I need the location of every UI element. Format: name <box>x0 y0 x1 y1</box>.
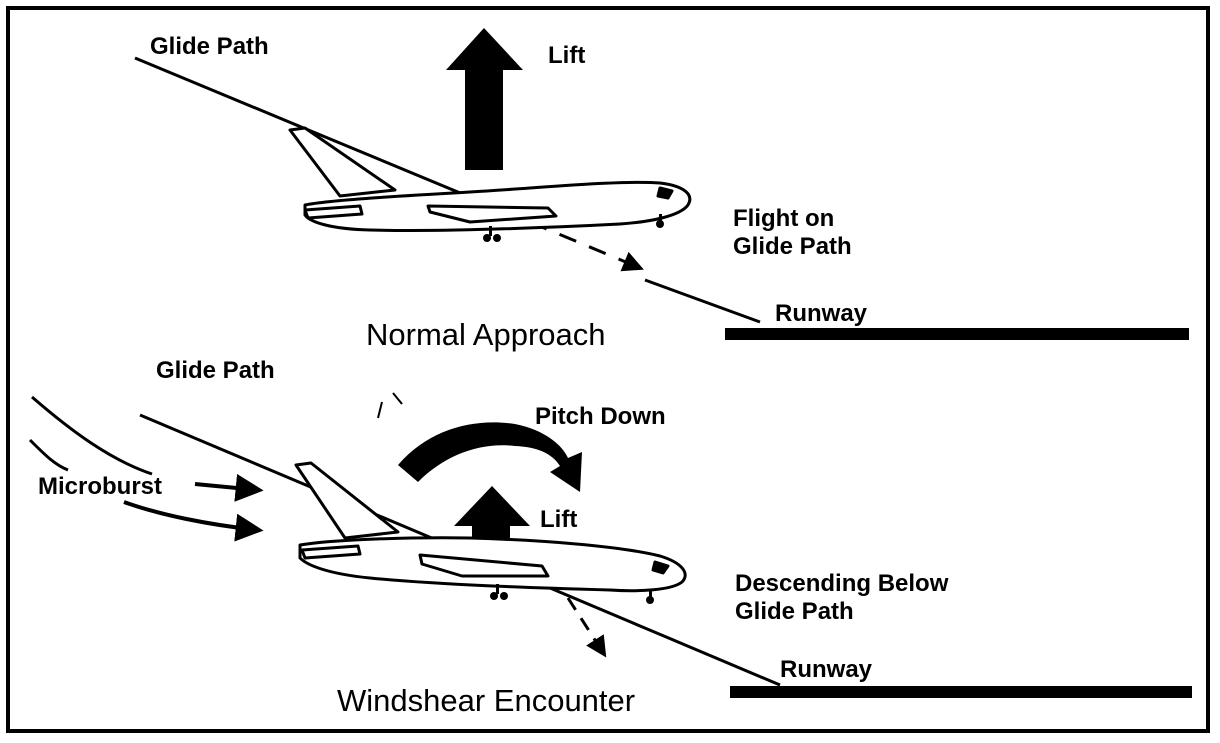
normal-flight-label-line2: Glide Path <box>733 233 852 260</box>
normal-approach-panel <box>134 28 1189 340</box>
normal-airplane-icon <box>288 126 692 233</box>
diagram-frame <box>6 6 1210 733</box>
descending-label-line2: Glide Path <box>735 598 854 625</box>
normal-lift-arrow <box>446 28 523 170</box>
windshear-runway-label: Runway <box>780 656 873 683</box>
windshear-lift-label: Lift <box>540 506 578 533</box>
normal-glide-path-dashed <box>529 220 644 272</box>
microburst-label: Microburst <box>38 473 163 500</box>
normal-runway <box>725 328 1189 340</box>
microburst-arrow-lower <box>123 500 264 542</box>
descending-label-line1: Descending Below <box>735 570 949 597</box>
windshear-airplane-icon <box>294 461 687 593</box>
normal-runway-label: Runway <box>775 300 868 327</box>
descent-dashed-arrow <box>566 597 607 658</box>
windshear-small-mark-left <box>377 401 383 419</box>
windshear-encounter-title: Windshear Encounter <box>337 683 636 718</box>
windshear-runway <box>730 686 1192 698</box>
microburst-arrow-upper <box>194 473 264 502</box>
windshear-glide-path-label: Glide Path <box>156 357 275 384</box>
windshear-small-mark-right <box>392 392 403 405</box>
normal-lift-label: Lift <box>548 42 586 69</box>
normal-glide-path-label: Glide Path <box>150 33 269 60</box>
windshear-landing-gear <box>490 584 654 604</box>
microburst-wind-curve-2 <box>28 438 69 472</box>
normal-flight-label: Flight on Glide Path <box>733 205 852 261</box>
pitch-down-label: Pitch Down <box>535 403 666 430</box>
normal-landing-gear <box>483 214 664 242</box>
descending-label: Descending Below Glide Path <box>735 570 948 626</box>
normal-glide-path-to-runway <box>644 278 761 324</box>
normal-approach-title: Normal Approach <box>366 317 606 352</box>
microburst-wind-curve-1 <box>31 395 153 476</box>
windshear-lift-arrow <box>454 486 530 540</box>
windshear-panel <box>28 392 1192 698</box>
pitch-down-arrow <box>398 422 582 492</box>
normal-flight-label-line1: Flight on <box>733 205 835 232</box>
